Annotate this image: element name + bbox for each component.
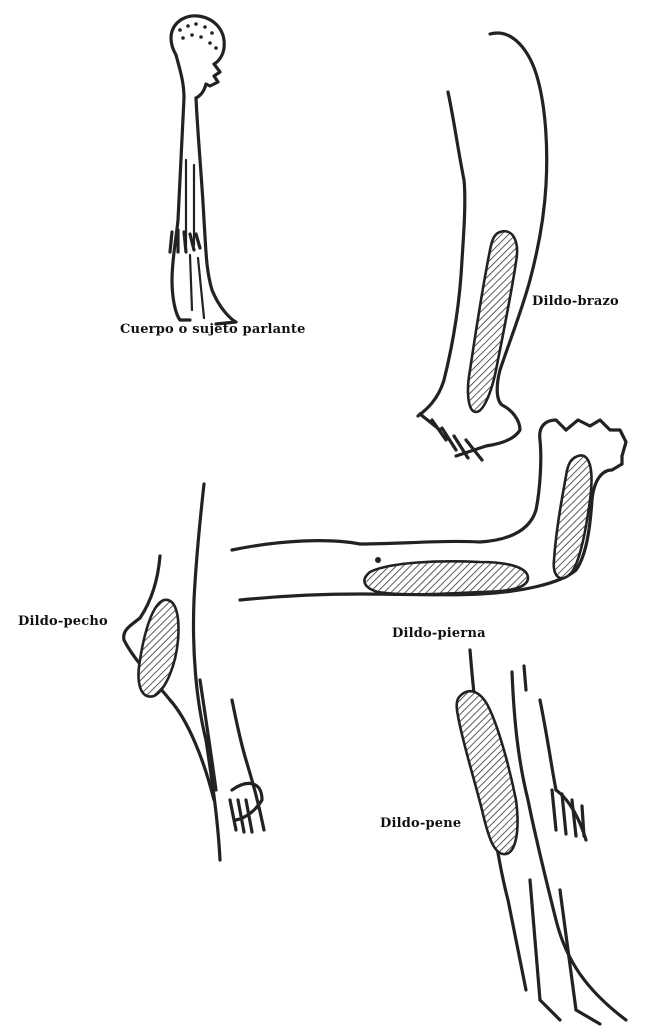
leg-dildo-figure: [232, 420, 626, 600]
label-arm-dildo: Dildo-brazo: [532, 294, 619, 309]
label-breast-dildo: Dildo-pecho: [18, 614, 108, 629]
breast-dildo-figure: [124, 484, 264, 860]
speaking-body-figure: [170, 16, 236, 324]
arm-dildo-figure: [418, 33, 547, 460]
label-leg-dildo: Dildo-pierna: [392, 626, 486, 641]
penis-dildo-figure: [457, 650, 626, 1024]
label-speaking-body: Cuerpo o sujeto parlante: [120, 322, 306, 337]
label-penis-dildo: Dildo-pene: [380, 816, 461, 831]
